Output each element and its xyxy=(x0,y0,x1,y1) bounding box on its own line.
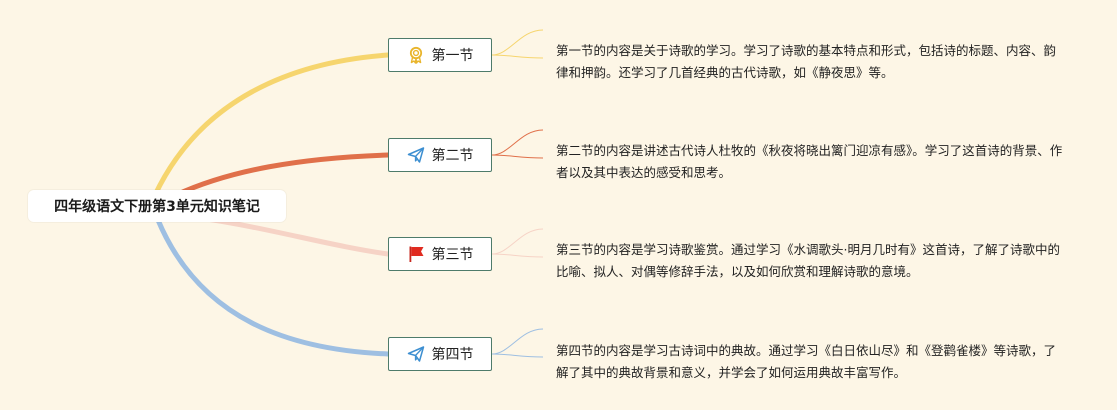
paper-plane-icon xyxy=(407,345,425,363)
topic-section-3[interactable]: 第三节 xyxy=(388,237,492,271)
topic-section-4-label: 第四节 xyxy=(431,347,474,363)
topic-section-1-label: 第一节 xyxy=(431,48,474,64)
branch-line-4 xyxy=(155,217,391,357)
section-3-description: 第三节的内容是学习诗歌鉴赏。通过学习《水调歌头·明月几时有》这首诗，了解了诗歌中… xyxy=(556,242,1060,279)
root-topic-label: 四年级语文下册第3单元知识笔记 xyxy=(54,199,260,215)
root-topic[interactable]: 四年级语文下册第3单元知识笔记 xyxy=(28,190,286,222)
award-ribbon-icon xyxy=(407,46,425,64)
topic-section-2-label: 第二节 xyxy=(431,148,474,164)
branch-line-3 xyxy=(197,215,391,257)
topic-section-2[interactable]: 第二节 xyxy=(388,138,492,172)
leaf-line-4 xyxy=(491,328,544,358)
leaf-line-1 xyxy=(491,29,544,59)
branch-line-2 xyxy=(173,152,391,198)
topic-section-1[interactable]: 第一节 xyxy=(388,38,492,72)
red-flag-icon xyxy=(407,245,425,263)
branch-line-1 xyxy=(152,52,391,198)
section-1-description: 第一节的内容是关于诗歌的学习。学习了诗歌的基本特点和形式，包括诗的标题、内容、韵… xyxy=(556,43,1057,80)
topic-section-3-label: 第三节 xyxy=(431,247,474,263)
leaf-line-2 xyxy=(491,129,544,159)
section-4-description: 第四节的内容是学习古诗词中的典故。通过学习《白日依山尽》和《登鹳雀楼》等诗歌，了… xyxy=(556,343,1057,380)
topic-section-4[interactable]: 第四节 xyxy=(388,337,492,371)
leaf-line-3 xyxy=(491,228,544,258)
paper-plane-icon xyxy=(407,146,425,164)
section-2-description: 第二节的内容是讲述古代诗人杜牧的《秋夜将晓出篱门迎凉有感》。学习了这首诗的背景、… xyxy=(556,143,1063,180)
